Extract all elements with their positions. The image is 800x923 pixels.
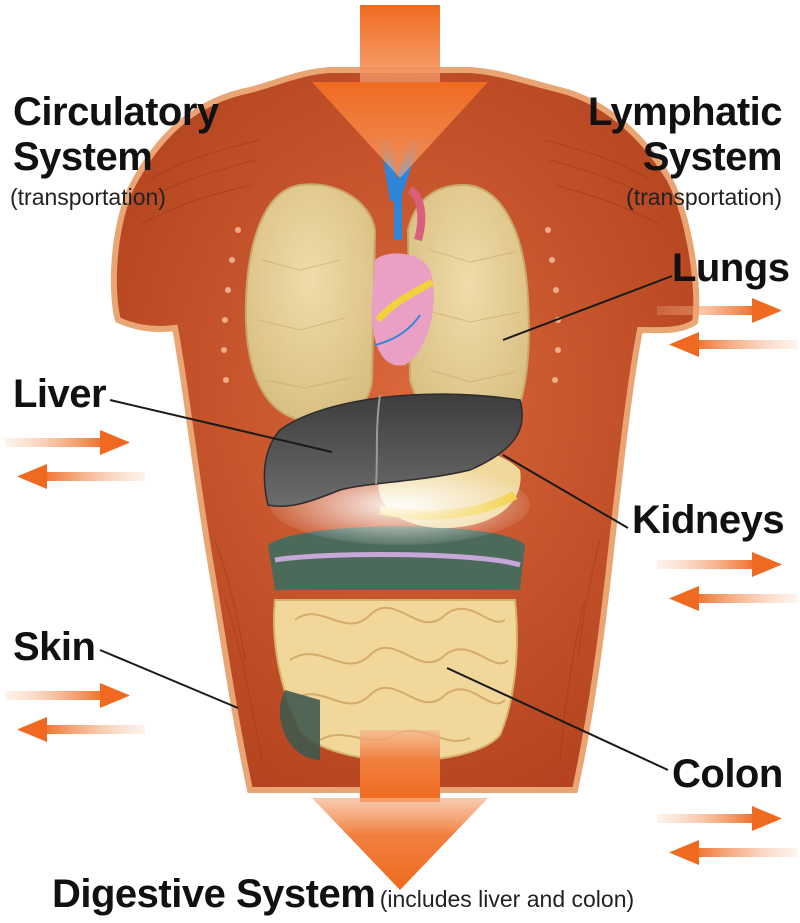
- lymphatic-label-line2: System: [643, 137, 782, 177]
- exchange-arrows-icon: [5, 683, 145, 742]
- circulatory-subtitle: (transportation): [10, 186, 166, 209]
- exchange-arrows-icon: [657, 552, 797, 611]
- lymphatic-label-line1: Lymphatic: [588, 92, 782, 132]
- circulatory-label-line1: Circulatory: [13, 92, 219, 132]
- lungs-label: Lungs: [672, 248, 789, 288]
- skin-label: Skin: [13, 627, 95, 667]
- intestines: [268, 526, 525, 760]
- exchange-arrows-icon: [5, 430, 145, 489]
- kidneys-label: Kidneys: [632, 500, 784, 540]
- circulatory-label-line2: System: [13, 137, 152, 177]
- digestive-caption: Digestive System (includes liver and col…: [52, 874, 634, 914]
- colon-label: Colon: [672, 754, 783, 794]
- digestive-label: Digestive System: [52, 872, 375, 916]
- liver-label: Liver: [13, 374, 106, 414]
- digestive-subtitle: (includes liver and colon): [380, 886, 634, 912]
- lymphatic-subtitle: (transportation): [626, 186, 782, 209]
- exchange-arrows-icon: [657, 806, 797, 865]
